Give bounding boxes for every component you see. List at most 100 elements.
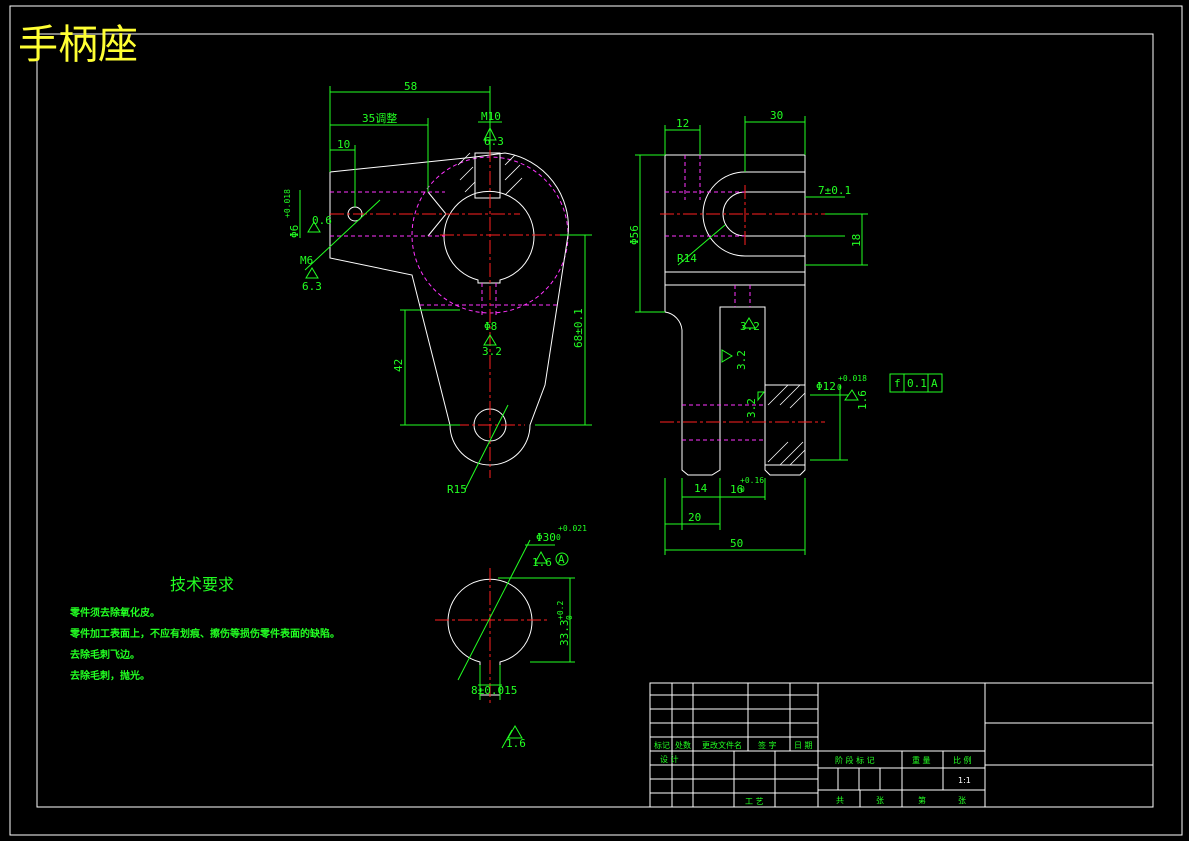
dim-42: 42	[392, 359, 405, 372]
side-dimension-lines	[635, 116, 868, 555]
dim-33-3: 33.3	[558, 620, 571, 647]
tol-phi6: +0.018	[283, 189, 292, 218]
rough-1-6-section: 1.6	[532, 556, 552, 569]
rough-6-3-m6: 6.3	[302, 280, 322, 293]
tb-weight: 重 量	[912, 755, 931, 765]
slot	[474, 152, 501, 199]
gtol-value: 0.1	[907, 377, 927, 390]
dim-68: 68±0.1	[572, 308, 585, 348]
tb-scale: 1:1	[958, 776, 971, 785]
dim-30: 30	[770, 109, 783, 122]
tol-33-3-low: 0	[565, 615, 574, 620]
dim-m10: M10	[481, 110, 501, 123]
tb-sheet1: 张	[876, 796, 884, 805]
front-view: 58 35调整 10 M10 6.3 M6 6.3 Φ6 +0.018 0.6 …	[283, 80, 592, 496]
dim-r15: R15	[447, 483, 467, 496]
side-view: 12 30 Φ56 R14 7±0.1 18 3.2 3.2 3.2 Φ12 +…	[628, 109, 943, 555]
tol-phi12: +0.018	[838, 374, 867, 383]
roughness-symbol	[305, 267, 319, 279]
dim-m6: M6	[300, 254, 313, 267]
datum-circle	[555, 552, 569, 566]
tech-item-3: 去除毛刺飞边。	[70, 648, 140, 661]
dim-phi30: Φ30	[536, 531, 556, 544]
bore-outline	[443, 190, 535, 284]
tol-phi30: +0.021	[558, 524, 587, 533]
tech-requirements: 技术要求 零件须去除氧化皮。 零件加工表面上，不应有划痕、擦伤等损伤零件表面的缺…	[69, 575, 340, 682]
tb-process: 工 艺	[745, 797, 764, 806]
roughness-symbol	[742, 317, 756, 329]
tb-stage: 阶 段 标 记	[835, 755, 875, 765]
rough-3-2-b: 3.2	[735, 350, 748, 370]
tol-phi12-low: 0	[837, 383, 842, 392]
handle-outline	[329, 152, 569, 466]
roughness-symbol	[534, 550, 548, 564]
dim-10: 10	[337, 138, 350, 151]
rough-3-2-c: 3.2	[745, 398, 758, 418]
dim-7: 7±0.1	[818, 184, 851, 197]
title-block	[649, 682, 1154, 808]
boss-hatch	[767, 384, 806, 466]
section-view: Φ30 +0.021 0 1.6 A 33.3 +0.2 0 8±0.015 1…	[435, 524, 587, 750]
dim-r14: R14	[677, 252, 697, 265]
tb-sheet2: 张	[958, 796, 966, 805]
rough-3-2: 3.2	[482, 345, 502, 358]
front-dimension-lines	[299, 86, 592, 491]
tech-item-1: 零件须去除氧化皮。	[69, 606, 160, 619]
tol-16-low: 0	[740, 485, 745, 494]
section-dimension-lines	[457, 539, 575, 749]
roughness-symbol	[483, 334, 497, 346]
dim-20: 20	[688, 511, 701, 524]
tb-design: 设 计	[660, 754, 679, 764]
dim-phi56: Φ56	[628, 225, 641, 245]
slot-hatch	[457, 152, 523, 196]
rough-general: 1.6	[506, 737, 526, 750]
side-outline	[664, 154, 806, 476]
dim-phi12: Φ12	[816, 380, 836, 393]
roughness-symbol	[483, 126, 497, 141]
dim-35: 35调整	[362, 111, 397, 125]
dim-16: 16	[730, 483, 743, 496]
section-outline	[447, 578, 533, 696]
rough-0-6: 0.6	[312, 214, 332, 227]
tech-heading: 技术要求	[170, 575, 234, 594]
roughness-symbol	[757, 391, 765, 402]
roughness-symbol	[307, 221, 321, 233]
tb-label-mark: 标记	[654, 740, 670, 750]
side-center-lines	[660, 185, 825, 423]
tb-total: 共	[836, 796, 844, 805]
dim-phi6: Φ6	[288, 225, 301, 238]
tol-16: +0.16	[740, 476, 764, 485]
datum-letter: A	[558, 553, 565, 566]
tech-item-4: 去除毛刺，抛光。	[70, 669, 150, 682]
rough-6-3-top: 6.3	[484, 135, 504, 148]
dim-phi8: Φ8	[484, 320, 497, 333]
roughness-symbol	[844, 389, 859, 401]
u-slot-outer	[702, 171, 805, 257]
outer-frame	[9, 5, 1183, 836]
dim-14: 14	[694, 482, 708, 495]
title-block-text: 标记 处数 更改文件名 签 字 日 期 设 计 工 艺 阶 段 标 记 重 量 …	[654, 740, 972, 806]
gtol-symbol: f	[894, 377, 901, 390]
gtol-datum: A	[931, 377, 938, 390]
tech-item-2: 零件加工表面上，不应有划痕、擦伤等损伤零件表面的缺陷。	[69, 627, 340, 640]
front-center-lines	[330, 148, 590, 478]
tb-scale-label: 比 例	[953, 755, 972, 765]
drawing-title: 手柄座	[18, 22, 138, 68]
dim-58: 58	[404, 80, 417, 93]
rough-3-2-a: 3.2	[740, 320, 760, 333]
tb-label-date: 日 期	[794, 741, 813, 750]
dim-18: 18	[850, 234, 863, 247]
boss	[764, 384, 806, 466]
rough-1-6: 1.6	[856, 390, 869, 410]
inner-frame	[36, 33, 1154, 808]
tb-no: 第	[918, 795, 926, 805]
gtol-frame: f 0.1 A	[889, 373, 943, 393]
dim-8: 8±0.015	[471, 684, 517, 697]
tb-label-count: 处数	[675, 740, 691, 750]
tb-label-change: 更改文件名	[702, 740, 742, 750]
roughness-symbol	[721, 349, 733, 363]
tol-33-3: +0.2	[556, 601, 565, 620]
section-center-lines	[435, 568, 548, 705]
tb-label-sign: 签 字	[758, 740, 777, 750]
